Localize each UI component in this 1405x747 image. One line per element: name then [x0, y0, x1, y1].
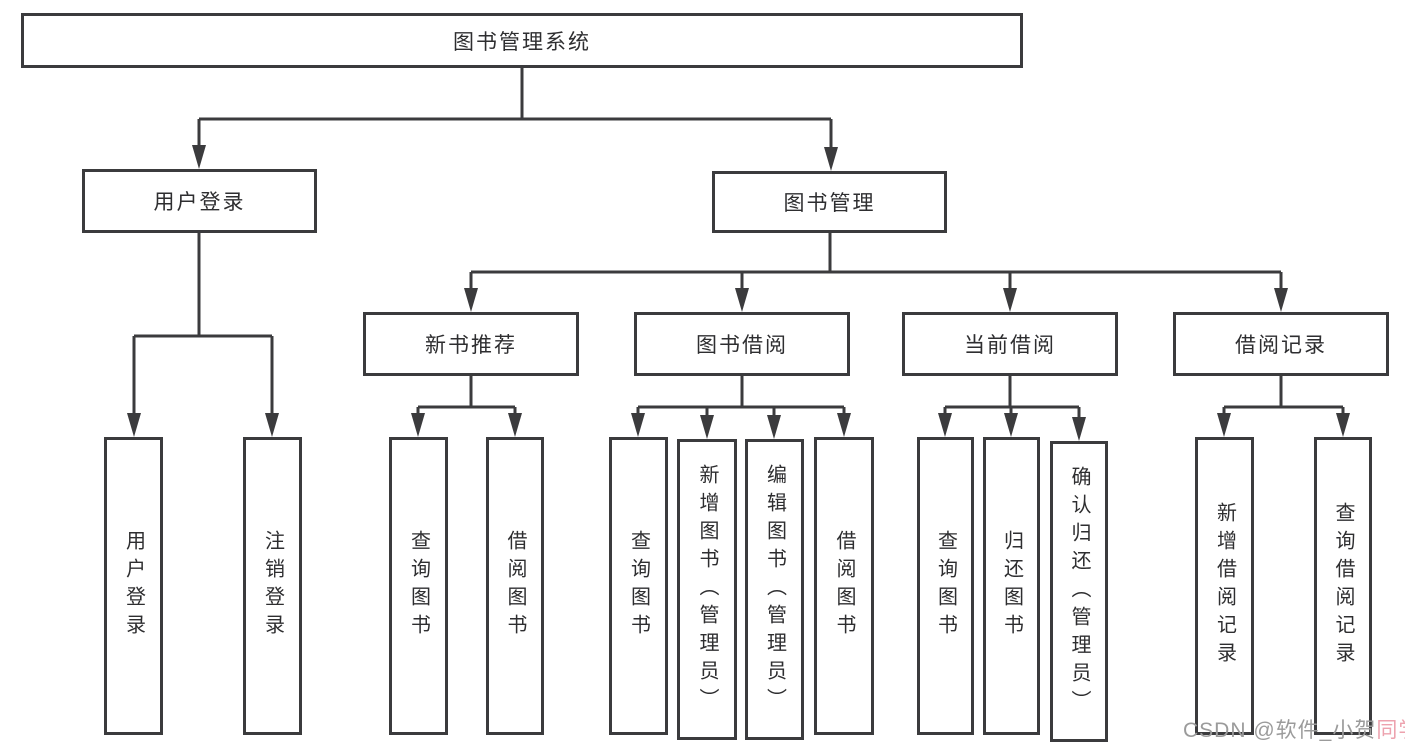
node-label: 新增借阅记录	[1213, 502, 1236, 670]
node-label: 查询图书	[934, 530, 957, 642]
node-label: 图书管理系统	[453, 30, 591, 54]
arrowheads	[127, 145, 1350, 441]
node-label: 确认归还（管理员）	[1068, 465, 1090, 718]
node-cb-confirm-return-admin: 确认归还（管理员）	[1050, 441, 1108, 742]
node-label: 查询图书	[627, 530, 650, 642]
node-nbr-query-books: 查询图书	[389, 437, 448, 735]
node-label: 用户登录	[153, 191, 246, 214]
node-cb-return-books: 归还图书	[983, 437, 1040, 735]
node-label: 图书管理	[783, 192, 876, 215]
node-logout: 注销登录	[243, 437, 302, 735]
node-cb-query-books: 查询图书	[917, 437, 974, 735]
node-book-management: 图书管理	[712, 171, 947, 233]
node-nbr-borrow-books: 借阅图书	[486, 437, 544, 735]
connector-paths	[132, 68, 1345, 418]
node-label: 当前借阅	[964, 334, 1056, 357]
node-book-borrowing: 图书借阅	[634, 312, 850, 376]
node-br-add-record: 新增借阅记录	[1195, 437, 1254, 735]
node-bb-add-books-admin: 新增图书（管理员）	[677, 439, 737, 740]
node-label: 借阅图书	[833, 530, 855, 642]
node-borrow-records: 借阅记录	[1173, 312, 1389, 376]
node-label: 查询借阅记录	[1332, 502, 1354, 670]
node-bb-query-books: 查询图书	[609, 437, 668, 735]
watermark-text-accent: 同学	[1376, 719, 1405, 742]
node-bb-edit-books-admin: 编辑图书（管理员）	[745, 439, 804, 740]
watermark: CSDN @软件_小贺同学	[1183, 714, 1405, 744]
node-label: 注销登录	[261, 530, 284, 642]
node-label: 借阅记录	[1235, 334, 1327, 357]
node-bb-borrow-books: 借阅图书	[814, 437, 874, 735]
node-current-borrowing: 当前借阅	[902, 312, 1118, 376]
node-label: 图书借阅	[696, 334, 788, 357]
node-label: 新增图书（管理员）	[696, 463, 718, 716]
node-br-query-record: 查询借阅记录	[1314, 437, 1372, 735]
node-label: 查询图书	[407, 530, 430, 642]
node-label: 借阅图书	[504, 530, 526, 642]
node-label: 用户登录	[122, 530, 145, 642]
node-root: 图书管理系统	[21, 13, 1023, 68]
node-new-book-recommend: 新书推荐	[363, 312, 579, 376]
watermark-text: CSDN @软件_小贺	[1183, 719, 1377, 742]
node-label: 归还图书	[1000, 530, 1023, 642]
node-label: 编辑图书（管理员）	[763, 463, 786, 716]
node-user-login-action: 用户登录	[104, 437, 163, 735]
node-user-login: 用户登录	[82, 169, 317, 233]
node-label: 新书推荐	[425, 334, 517, 357]
